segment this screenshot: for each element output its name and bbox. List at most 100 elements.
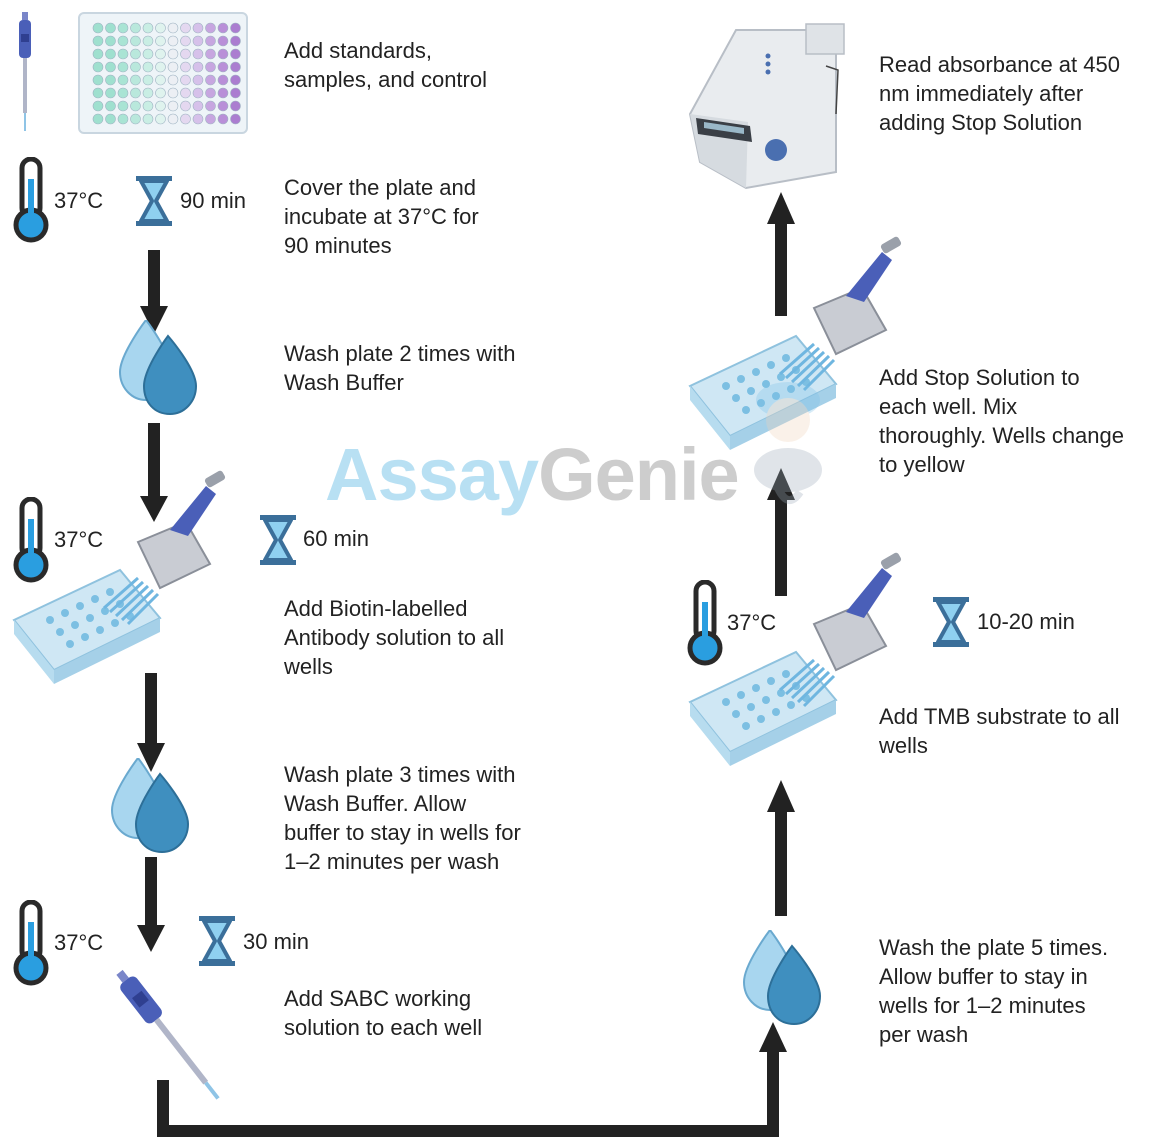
plate-well [217, 22, 229, 34]
plate-well [130, 48, 141, 60]
plate-well [155, 113, 166, 125]
time-label: 60 min [303, 526, 370, 551]
plate-well [105, 74, 116, 86]
water-drops-icon [118, 320, 198, 416]
plate-well [230, 100, 241, 112]
plate-well [155, 35, 166, 47]
plate-well [230, 35, 241, 47]
step9-text: Add Stop Solution to each well. Mix thor… [879, 365, 1124, 477]
plate-well [180, 87, 191, 99]
plate-well [155, 48, 166, 60]
thermometer-icon [13, 497, 49, 583]
plate-well [230, 113, 241, 125]
plate-well [105, 35, 116, 47]
plate-well [105, 61, 116, 73]
plate-well [205, 35, 216, 47]
plate-reader-icon [688, 23, 845, 190]
plate-well [167, 113, 179, 125]
temperature-label: 37°C [54, 527, 104, 552]
plate-well [130, 87, 141, 99]
plate-well [142, 74, 154, 86]
plate-well [130, 22, 141, 34]
plate-well [180, 113, 191, 125]
plate-well [205, 22, 216, 34]
plate-well [142, 35, 154, 47]
step7-text: Wash the plate 5 times. Allow buffer to … [879, 935, 1109, 1047]
arrow-up-3 [767, 192, 795, 316]
plate-well [117, 87, 129, 99]
plate-well [192, 87, 204, 99]
plate-well [142, 61, 154, 73]
plate-well [167, 48, 179, 60]
genie-mascot-icon [754, 382, 822, 504]
plate-well [130, 113, 141, 125]
plate-well [92, 113, 104, 125]
arrow-down-3 [137, 673, 165, 772]
plate-well [130, 35, 141, 47]
plate-well [130, 74, 141, 86]
plate-well [205, 87, 216, 99]
plate-well [192, 22, 204, 34]
temperature-label: 37°C [54, 930, 104, 955]
plate-well [217, 113, 229, 125]
plate-well [92, 35, 104, 47]
thermometer-icon [13, 900, 49, 986]
plate-well [192, 61, 204, 73]
plate-well [117, 61, 129, 73]
plate-well [167, 100, 179, 112]
plate-well [192, 113, 204, 125]
plate-well [167, 74, 179, 86]
plate-well [155, 87, 166, 99]
time-label: 10-20 min [977, 609, 1075, 634]
step4-text: Add Biotin-labelled Antibody solution to… [284, 596, 505, 679]
plate-well [192, 100, 204, 112]
step2-text: Cover the plate and incubate at 37°C for… [284, 175, 479, 258]
arrow-down-1 [140, 250, 168, 334]
plate-well [180, 35, 191, 47]
plate-well [217, 100, 229, 112]
plate-well [205, 61, 216, 73]
multichannel-pipette-plate-icon [12, 470, 226, 684]
plate-well [205, 100, 216, 112]
plate-well [155, 100, 166, 112]
plate-well [217, 61, 229, 73]
hourglass-icon [260, 515, 296, 565]
plate-well [155, 74, 166, 86]
plate-well [217, 48, 229, 60]
plate-well [230, 87, 241, 99]
plate-well [105, 22, 116, 34]
step8-text: Add TMB substrate to all wells [879, 704, 1120, 758]
assaygenie-watermark: AssayGenie [325, 433, 740, 516]
hourglass-icon [933, 597, 969, 647]
multichannel-pipette-plate-icon [688, 552, 902, 766]
plate-well [167, 35, 179, 47]
arrow-down-4 [137, 857, 165, 952]
plate-well [205, 48, 216, 60]
hourglass-icon [136, 176, 172, 226]
plate-well [180, 100, 191, 112]
plate-well [92, 87, 104, 99]
plate-well [117, 22, 129, 34]
plate-well [117, 74, 129, 86]
plate-well [142, 113, 154, 125]
plate-well [142, 22, 154, 34]
plate-well [117, 35, 129, 47]
plate-well [167, 87, 179, 99]
plate-well [92, 100, 104, 112]
plate-well [142, 100, 154, 112]
plate-well [130, 100, 141, 112]
plate-well [180, 48, 191, 60]
time-label: 30 min [243, 929, 310, 954]
step6-text: Add SABC working solution to each well [284, 986, 483, 1040]
pipette-icon [116, 969, 220, 1100]
plate-well [92, 61, 104, 73]
plate-well [217, 74, 229, 86]
plate-well [92, 74, 104, 86]
plate-well [167, 22, 179, 34]
plate-well [117, 48, 129, 60]
plate-well [230, 48, 241, 60]
96-well-plate-icon [78, 12, 248, 134]
plate-well [192, 74, 204, 86]
connector-bottom [157, 1022, 787, 1137]
plate-well [142, 87, 154, 99]
